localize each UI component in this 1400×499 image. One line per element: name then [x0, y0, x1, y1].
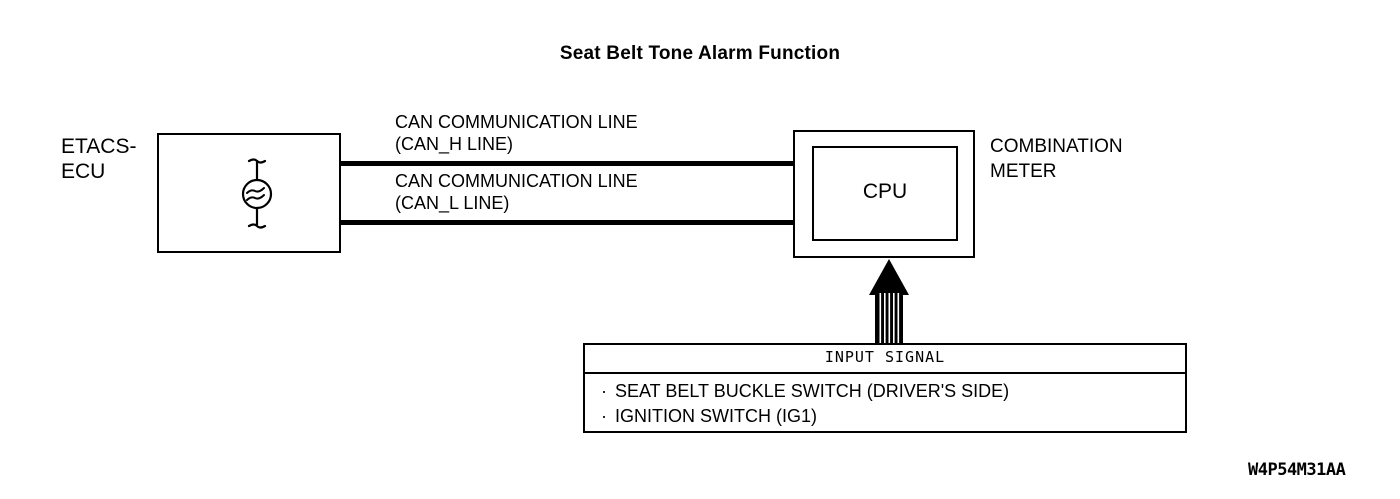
can-l-line — [340, 220, 813, 225]
list-item: · IGNITION SWITCH (IG1) — [601, 404, 1009, 429]
figure-code: W4P54M31AA — [1248, 460, 1346, 480]
input-signal-box — [583, 343, 1187, 433]
tone-alarm-buzzer-symbol — [222, 158, 292, 230]
input-signal-divider — [583, 372, 1187, 374]
list-item-label: SEAT BELT BUCKLE SWITCH (DRIVER'S SIDE) — [615, 381, 1010, 401]
input-signal-arrow — [858, 258, 920, 344]
can-h-line-label: CAN COMMUNICATION LINE(CAN_H LINE) — [395, 112, 638, 154]
can-h-line — [340, 161, 813, 166]
list-item: · SEAT BELT BUCKLE SWITCH (DRIVER'S SIDE) — [601, 379, 1009, 404]
bullet-marker: · — [601, 406, 607, 426]
cpu-box — [812, 146, 958, 241]
input-signal-list: · SEAT BELT BUCKLE SWITCH (DRIVER'S SIDE)… — [601, 379, 1009, 429]
cpu-label: CPU — [862, 180, 908, 203]
page-title: Seat Belt Tone Alarm Function — [559, 43, 841, 64]
list-item-label: IGNITION SWITCH (IG1) — [615, 406, 817, 426]
can-l-line-label: CAN COMMUNICATION LINE(CAN_L LINE) — [395, 171, 638, 213]
bullet-marker: · — [601, 381, 607, 401]
input-signal-header: INPUT SIGNAL — [824, 348, 946, 366]
etacs-ecu-label: ETACS-ECU — [61, 135, 137, 183]
